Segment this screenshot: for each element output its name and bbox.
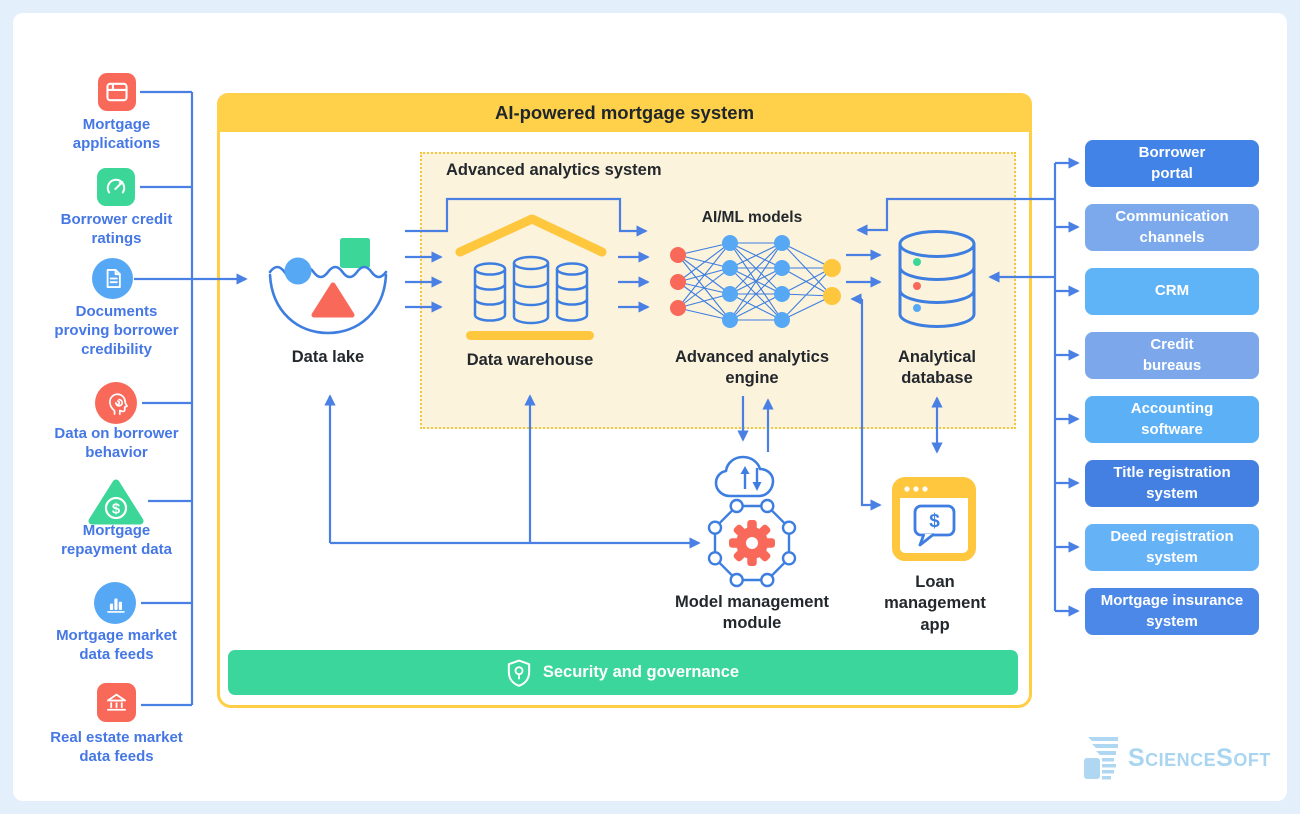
external-system-deed-registration: Deed registration system <box>1085 524 1259 571</box>
external-system-crm: CRM <box>1085 268 1259 315</box>
analytical-database-icon <box>895 228 980 333</box>
repayment-data-icon: $ <box>88 477 144 525</box>
security-governance-label: Security and governance <box>542 663 740 681</box>
source-label-repayment-data: Mortgage repayment data <box>61 522 172 558</box>
source-label-mortgage-applications: Mortgage applications <box>72 116 161 152</box>
sciencesoft-logo: ScienceSoft <box>1082 735 1271 781</box>
data-lake-icon <box>258 196 398 346</box>
credit-ratings-gauge-icon <box>97 168 135 206</box>
aiml-models-label: AI/ML models <box>701 209 803 226</box>
external-system-mortgage-insurance: Mortgage insurance system <box>1085 588 1259 635</box>
advanced-analytics-system-title: Advanced analytics system <box>446 161 662 179</box>
market-data-feeds-icon <box>94 582 136 624</box>
documents-icon <box>92 258 133 299</box>
external-system-title-registration: Title registration system <box>1085 460 1259 507</box>
system-title: AI-powered mortgage system <box>494 101 755 123</box>
sciencesoft-logo-text: ScienceSoft <box>1128 743 1271 772</box>
external-system-borrower-portal: Borrower portal <box>1085 140 1259 187</box>
external-system-communication-channels: Communication channels <box>1085 204 1259 251</box>
svg-text:$: $ <box>929 511 940 532</box>
data-lake-label: Data lake <box>291 348 365 366</box>
external-system-credit-bureaus: Credit bureaus <box>1085 332 1259 379</box>
borrower-behavior-icon <box>95 382 137 424</box>
source-label-market-data-feeds: Mortgage market data feeds <box>56 627 177 663</box>
model-management-icon <box>700 453 805 588</box>
analytical-database-label: Analytical database <box>898 348 976 388</box>
loan-app-icon: $ <box>890 475 978 563</box>
real-estate-feeds-icon <box>97 683 136 722</box>
neural-network-icon <box>660 230 850 335</box>
source-label-real-estate-feeds: Real estate market data feeds <box>50 729 183 765</box>
source-label-borrower-behavior: Data on borrower behavior <box>54 425 179 461</box>
data-warehouse-icon <box>450 205 610 345</box>
system-title-bar: AI-powered mortgage system <box>217 93 1032 132</box>
loan-app-label: Loan management app <box>884 573 986 634</box>
data-warehouse-label: Data warehouse <box>466 351 594 369</box>
sciencesoft-logo-mark <box>1082 735 1120 781</box>
external-system-accounting-software: Accounting software <box>1085 396 1259 443</box>
analytics-engine-label: Advanced analytics engine <box>674 348 830 388</box>
shield-icon <box>507 659 531 687</box>
mortgage-applications-icon <box>98 73 136 111</box>
source-label-credit-ratings: Borrower credit ratings <box>60 211 173 247</box>
security-governance-bar: Security and governance <box>228 650 1018 695</box>
source-label-documents: Documents proving borrower credibility <box>54 303 179 358</box>
model-management-label: Model management module <box>674 593 830 633</box>
svg-text:$: $ <box>112 501 121 518</box>
